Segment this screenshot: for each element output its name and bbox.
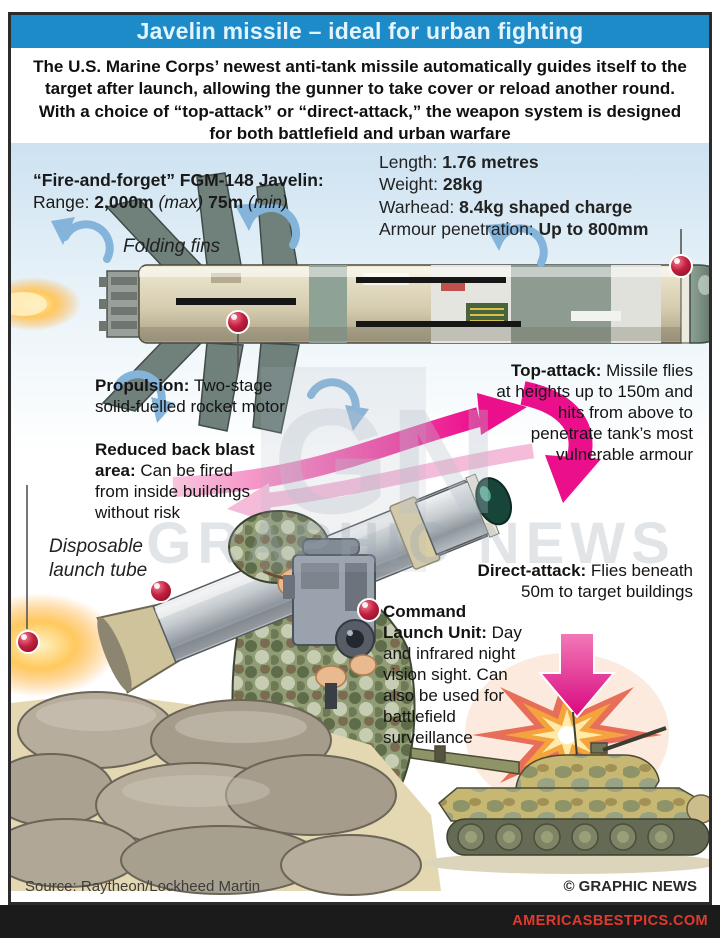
infographic-frame: Javelin missile – ideal for urban fighti…	[8, 12, 712, 905]
sandbags	[11, 691, 441, 896]
tank-turret	[515, 754, 660, 792]
backblast-glow	[11, 593, 119, 697]
exhaust-core	[11, 292, 47, 316]
top-attack-label: Top-attack:	[511, 361, 602, 380]
top-attack-arrow	[172, 381, 601, 503]
range-min: 75m	[208, 191, 244, 212]
tank-antenna	[572, 711, 578, 757]
nose-highlight	[698, 275, 709, 295]
soldier-hand	[349, 654, 377, 676]
publisher-credit: © GRAPHIC NEWS	[563, 878, 697, 895]
tank-shadow	[423, 852, 709, 874]
range-label: Range:	[33, 191, 95, 212]
clu-callout: Command Launch Unit: Day and infrared ni…	[383, 602, 522, 748]
spec-row-weight: Weight: 28kg	[379, 174, 483, 195]
spec-row-warhead: Warhead: 8.4kg shaped charge	[379, 196, 633, 217]
tank-machine-gun	[602, 726, 667, 752]
range-max-note: (max)	[153, 191, 209, 212]
tail-detail	[99, 277, 137, 331]
page-title: Javelin missile – ideal for urban fighti…	[11, 15, 709, 48]
source-credit: Source: Raytheon/Lockheed Martin	[25, 878, 261, 895]
tube-rear-opening	[97, 617, 132, 692]
spec-row-length: Length: 1.76 metres	[379, 152, 539, 172]
mid-fin-lower-b	[252, 342, 300, 434]
spec-left-column: “Fire-and-forget” FGM-148 Javelin: Range…	[33, 169, 365, 214]
propulsion-label: Propulsion:	[95, 376, 190, 395]
tank-muzzle-ring	[434, 745, 446, 762]
spec-right-column: Length: 1.76 metres Weight: 28kg Warhead…	[379, 151, 705, 241]
range-max: 2,000m	[94, 191, 154, 212]
clu-grip	[325, 683, 337, 709]
red-callout-dot	[357, 598, 381, 622]
missile-name: “Fire-and-forget” FGM-148 Javelin:	[33, 169, 324, 190]
red-callout-dot	[16, 630, 40, 654]
missile-illustration	[11, 172, 709, 434]
missile-body-sections	[139, 265, 689, 343]
blue-arrow-icon	[113, 370, 166, 413]
watermark: GN GRAPHIC NEWS	[146, 367, 676, 576]
site-watermark: AMERICASBESTPICS.COM	[512, 913, 708, 929]
site-bar: AMERICASBESTPICS.COM	[0, 905, 720, 938]
illustration-canvas: GN GRAPHIC NEWS	[11, 172, 709, 896]
spec-row-armour: Armour penetration: Up to 800mm	[379, 219, 649, 240]
direct-attack-label: Direct-attack:	[477, 561, 587, 580]
red-callout-dot	[149, 579, 173, 603]
red-callout-dot	[226, 310, 250, 334]
tank-hull	[438, 787, 706, 822]
callout-lines	[26, 229, 682, 629]
intro-paragraph: The U.S. Marine Corps’ newest anti-tank …	[33, 57, 687, 144]
watermark-text: GRAPHIC NEWS	[146, 511, 676, 576]
soldier	[228, 510, 377, 709]
mid-fin-lower-a	[198, 342, 244, 432]
watermark-initials: GN	[273, 377, 498, 545]
tank	[410, 711, 709, 856]
direct-attack-callout: Direct-attack: Flies beneath 50m to targ…	[477, 561, 693, 602]
top-attack-callout: Top-attack: Missile flies at heights up …	[496, 361, 693, 465]
direct-attack-arrow	[537, 632, 617, 719]
propulsion-callout: Propulsion: Two-stage solid-fuelled rock…	[95, 376, 285, 417]
blue-arrow-icon	[61, 220, 114, 263]
fin-fold-arrowheads	[51, 203, 511, 431]
launch-tube-label: Disposable launch tube	[49, 536, 148, 581]
clu-label: Command Launch Unit:	[383, 602, 487, 643]
reduced-blast-callout: Reduced back blast area: Can be fired fr…	[95, 440, 255, 523]
range-min-note: (min)	[243, 191, 288, 212]
clu-eyepiece	[283, 575, 295, 599]
tank-scene	[410, 632, 709, 874]
reduced-blast-label: Reduced back blast area:	[95, 440, 255, 481]
folding-fins-label: Folding fins	[123, 236, 221, 257]
red-callout-dot	[669, 254, 693, 278]
callout-dots	[16, 254, 693, 654]
